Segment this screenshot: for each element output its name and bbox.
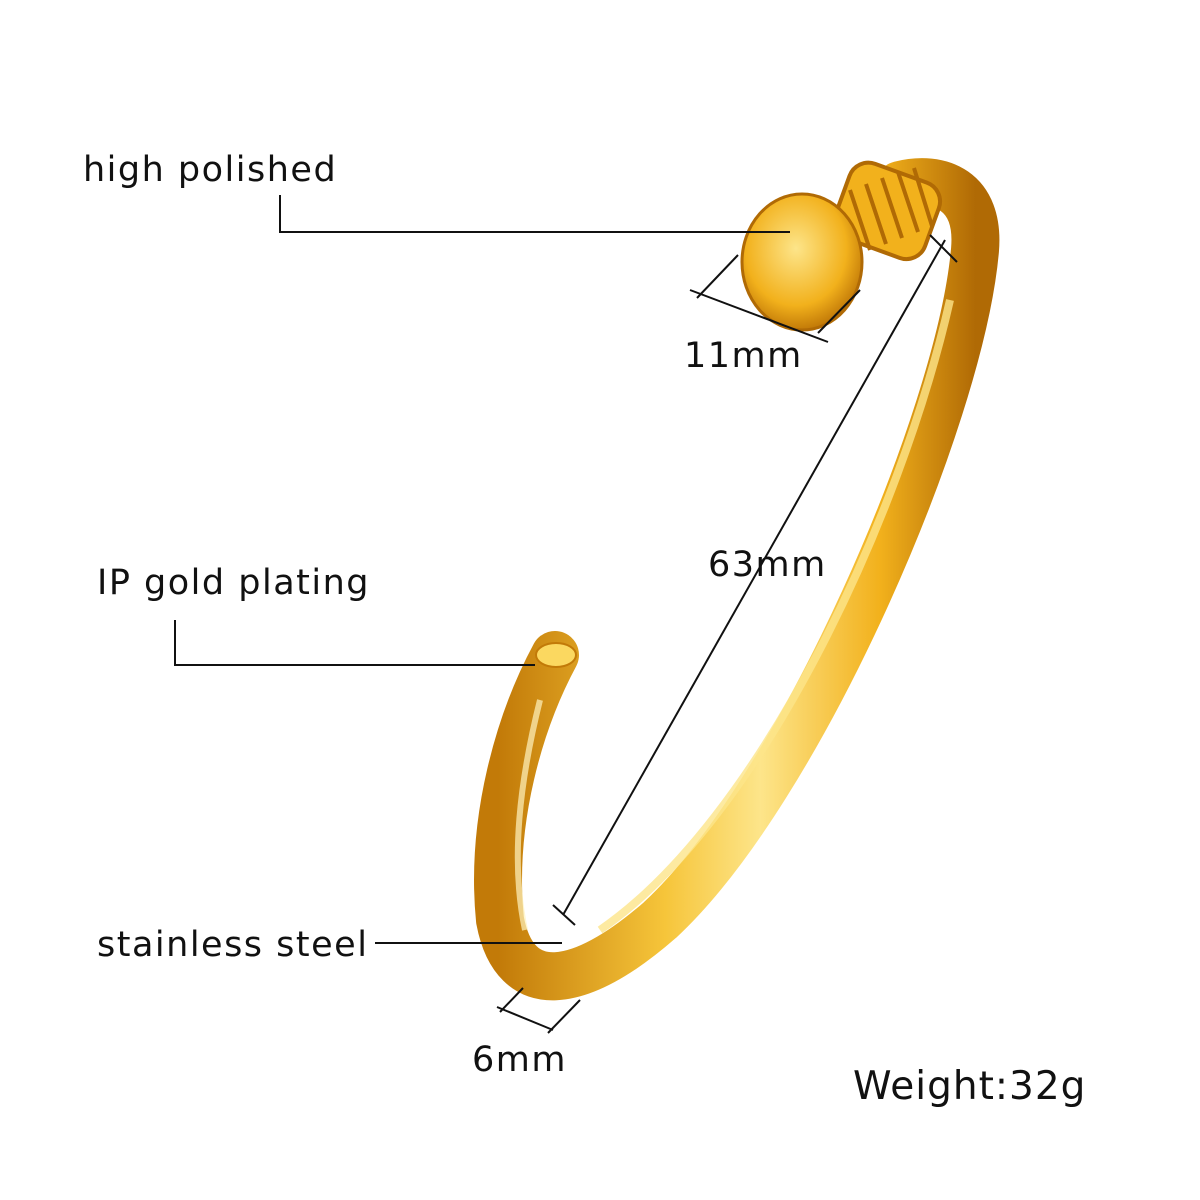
weight-label: Weight:32g [853,1064,1087,1109]
leader-high-polished [279,195,790,233]
dimension-line-11mm [689,289,829,343]
dimension-line-6mm [496,1006,554,1031]
annotation-lines [174,195,958,1034]
dimension-63mm: 63mm [708,545,827,585]
bracelet-highlight [514,699,543,931]
label-stainless-steel: stainless steel [97,925,369,965]
bracelet-band [474,158,1000,1001]
bracelet-tip [535,642,577,668]
bracelet-inner-highlight [597,299,954,934]
dimension-line-63mm [562,239,946,916]
label-ip-gold-plating: IP gold plating [97,563,370,603]
dimension-6mm: 6mm [472,1040,567,1080]
label-high-polished: high polished [83,150,338,190]
screw-thread [832,160,943,262]
screw-head [740,192,864,332]
leader-ip-gold-plating [174,620,535,666]
dimension-11mm: 11mm [684,336,803,376]
